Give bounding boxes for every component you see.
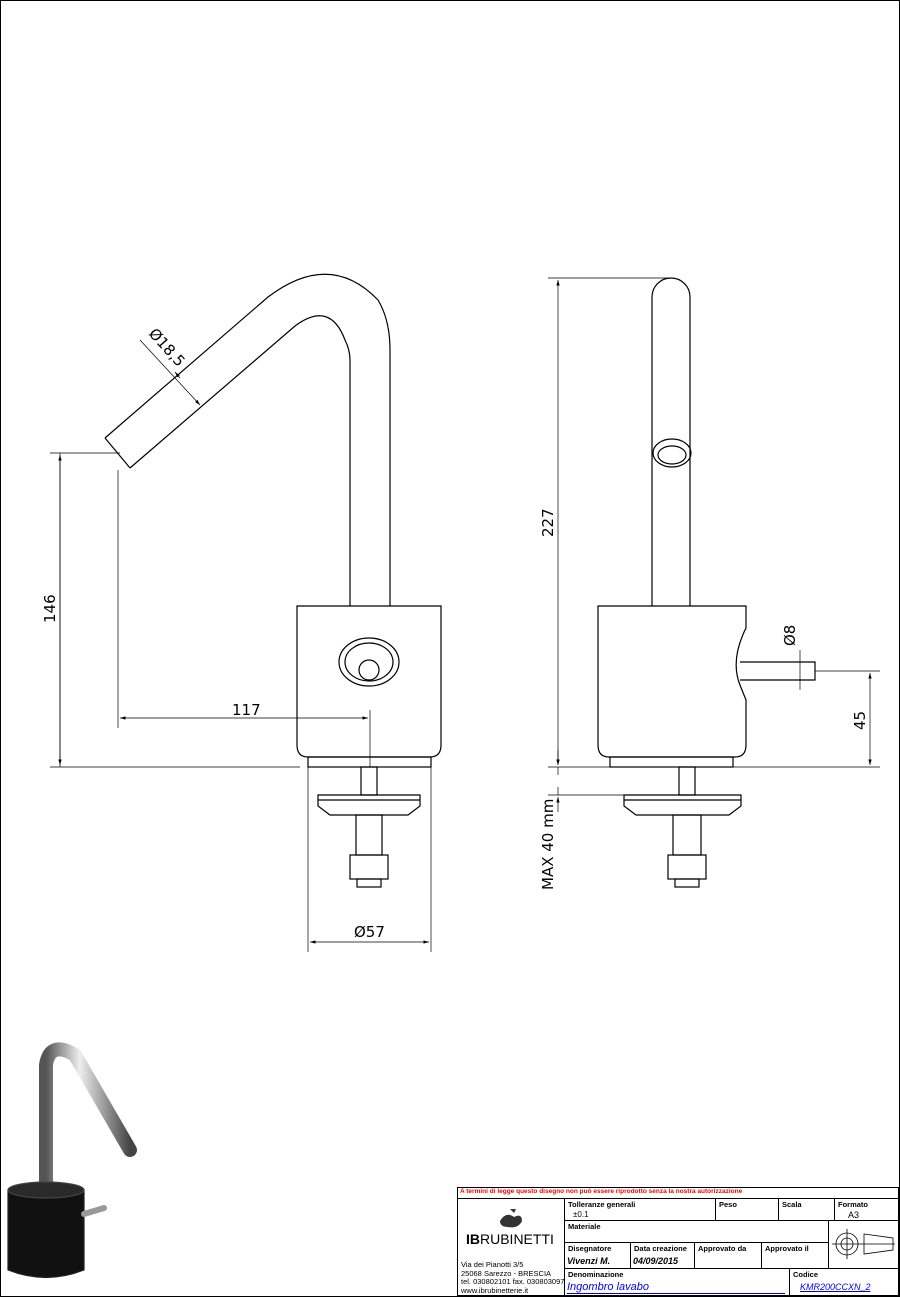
codice-value: KMR200CCXN_2 bbox=[800, 1282, 871, 1292]
dim-45: 45 bbox=[851, 711, 869, 730]
dim-8: Ø8 bbox=[781, 625, 799, 646]
dim-spout-diameter: Ø18,5 bbox=[145, 325, 189, 371]
front-view bbox=[597, 277, 816, 888]
company-cell: IBRUBINETTI Via dei Pianotti 3/5 25068 S… bbox=[458, 1198, 564, 1296]
address-phone-fax: tel. 030802101 fax. 030803097 bbox=[461, 1277, 565, 1287]
brand-bold: IB bbox=[466, 1231, 480, 1247]
denominazione-value: Ingombro lavabo bbox=[567, 1281, 785, 1294]
dim-max-40: MAX 40 mm bbox=[539, 799, 557, 890]
address-website: www.ibrubinetterie.it bbox=[461, 1285, 529, 1295]
copyright-warning: A termini di legge questo disegno non pu… bbox=[460, 1188, 743, 1195]
dimension-lines bbox=[50, 277, 880, 952]
address-city: 25068 Sarezzo - BRESCIA bbox=[461, 1268, 552, 1278]
side-view bbox=[104, 273, 442, 888]
dim-57: Ø57 bbox=[354, 923, 385, 941]
address-street: Via dei Pianotti 3/5 bbox=[461, 1260, 524, 1269]
dim-117: 117 bbox=[232, 701, 261, 719]
dim-227: 227 bbox=[539, 508, 557, 537]
title-block: A termini di legge questo disegno non pu… bbox=[457, 1187, 900, 1296]
projection-symbol bbox=[828, 1220, 900, 1268]
dim-146: 146 bbox=[41, 594, 59, 623]
product-render bbox=[7, 1042, 137, 1279]
brand-name: RUBINETTI bbox=[480, 1231, 554, 1247]
company-address: Via dei Pianotti 3/5 25068 Sarezzo - BRE… bbox=[461, 1260, 565, 1295]
company-logo bbox=[500, 1209, 522, 1228]
